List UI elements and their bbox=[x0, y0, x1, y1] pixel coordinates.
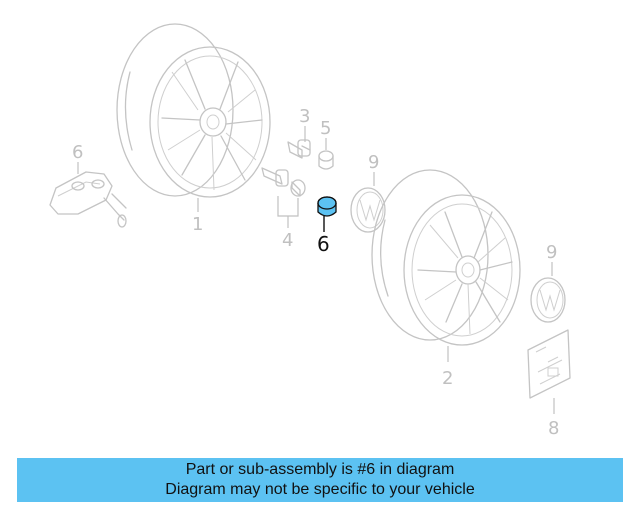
callout-8: 8 bbox=[548, 418, 559, 439]
callout-1: 1 bbox=[192, 214, 203, 235]
tpms-sensor bbox=[49, 171, 127, 228]
callout-9a: 9 bbox=[368, 152, 379, 173]
lock-bolt bbox=[287, 139, 311, 159]
rear-wheel bbox=[371, 169, 521, 346]
wheel-bolts bbox=[261, 167, 306, 228]
cap bbox=[318, 150, 334, 170]
callout-2: 2 bbox=[442, 368, 453, 389]
callout-6: 6 bbox=[317, 232, 330, 256]
callout-7: 6 bbox=[72, 142, 83, 163]
callout-4: 4 bbox=[282, 230, 293, 251]
callout-9b: 9 bbox=[546, 242, 557, 263]
center-cap-rear bbox=[530, 277, 566, 323]
callout-3: 3 bbox=[299, 106, 310, 127]
banner-line-1: Part or sub-assembly is #6 in diagram bbox=[185, 461, 455, 478]
banner-line-2: Diagram may not be specific to your vehi… bbox=[165, 481, 475, 498]
info-banner: Part or sub-assembly is #6 in diagram Di… bbox=[17, 458, 623, 502]
front-wheel bbox=[116, 23, 271, 198]
bolt-cap bbox=[317, 196, 337, 217]
center-cap-front bbox=[350, 187, 386, 233]
emblem-kit bbox=[527, 329, 571, 399]
callout-5: 5 bbox=[320, 118, 331, 139]
parts-diagram: 1 6 3 5 4 6 bbox=[49, 23, 571, 439]
